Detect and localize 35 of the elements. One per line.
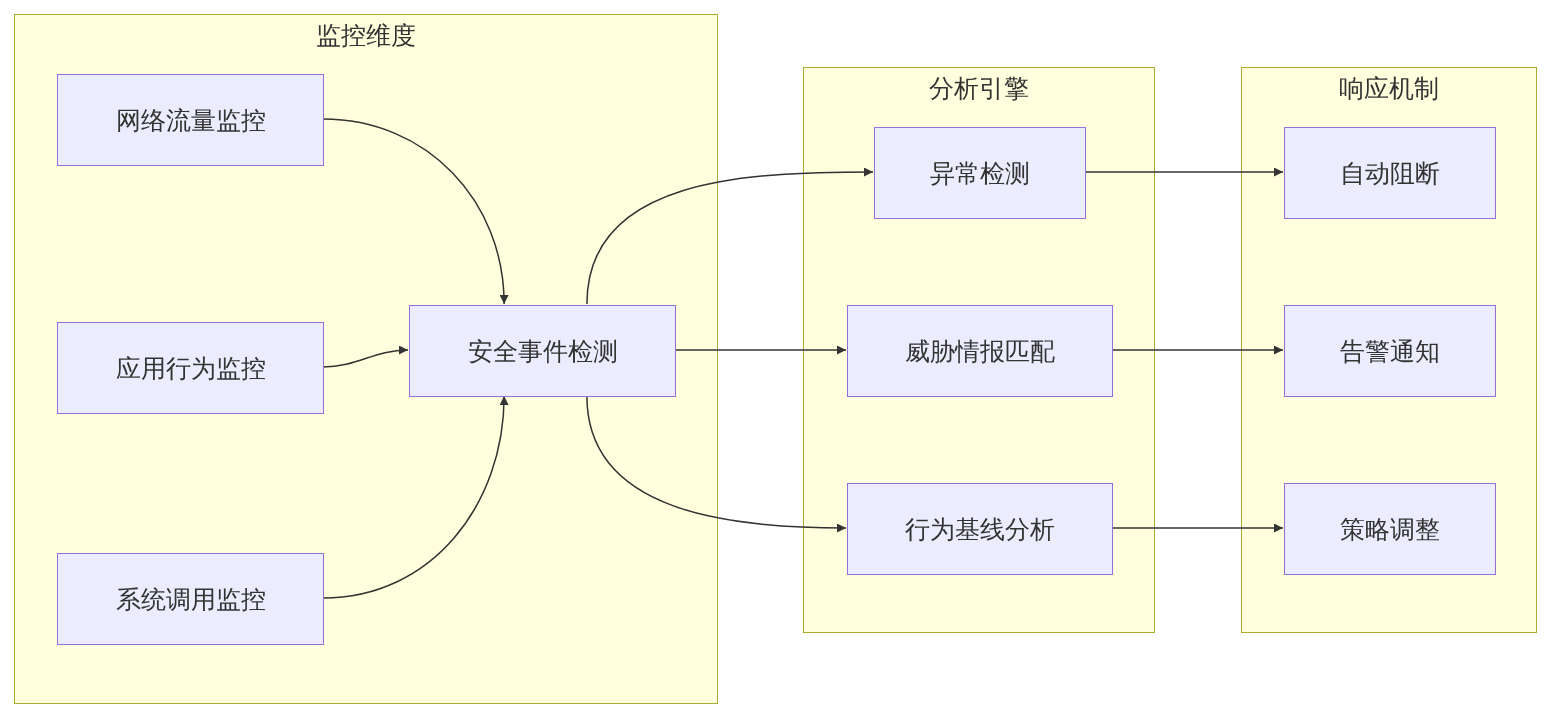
- arrow: [322, 345, 409, 368]
- group-container: [14, 14, 718, 704]
- node-label: 威胁情报匹配: [905, 335, 1055, 368]
- node-label: 告警通知: [1340, 335, 1440, 368]
- arrow: [1084, 167, 1284, 177]
- node-label: 自动阻断: [1340, 157, 1440, 190]
- node-label: 安全事件检测: [467, 335, 618, 368]
- process-box: [1284, 305, 1496, 397]
- arrow: [674, 345, 847, 355]
- group-title: 监控维度: [315, 20, 417, 52]
- process-box: [847, 305, 1113, 397]
- process-box: [57, 553, 324, 645]
- group-title: 响应机制: [1338, 73, 1440, 105]
- node-label: 行为基线分析: [905, 513, 1055, 546]
- arrow: [1111, 345, 1284, 355]
- arrow: [322, 118, 509, 305]
- arrow: [586, 395, 847, 533]
- process-box: [57, 74, 324, 166]
- process-box: [1284, 127, 1496, 219]
- node-label: 异常检测: [930, 157, 1030, 190]
- node-label: 系统调用监控: [115, 583, 266, 616]
- process-box: [874, 127, 1086, 219]
- node-label: 策略调整: [1340, 513, 1440, 546]
- node-label: 应用行为监控: [115, 352, 266, 385]
- process-box: [409, 305, 676, 397]
- process-box: [1284, 483, 1496, 575]
- process-box: [847, 483, 1113, 575]
- arrow: [1111, 523, 1284, 533]
- group-title: 分析引擎: [928, 73, 1030, 105]
- arrow: [322, 395, 509, 599]
- group-container: [1241, 67, 1537, 633]
- arrow: [586, 167, 874, 305]
- node-label: 网络流量监控: [115, 104, 266, 137]
- group-container: [803, 67, 1155, 633]
- process-box: [57, 322, 324, 414]
